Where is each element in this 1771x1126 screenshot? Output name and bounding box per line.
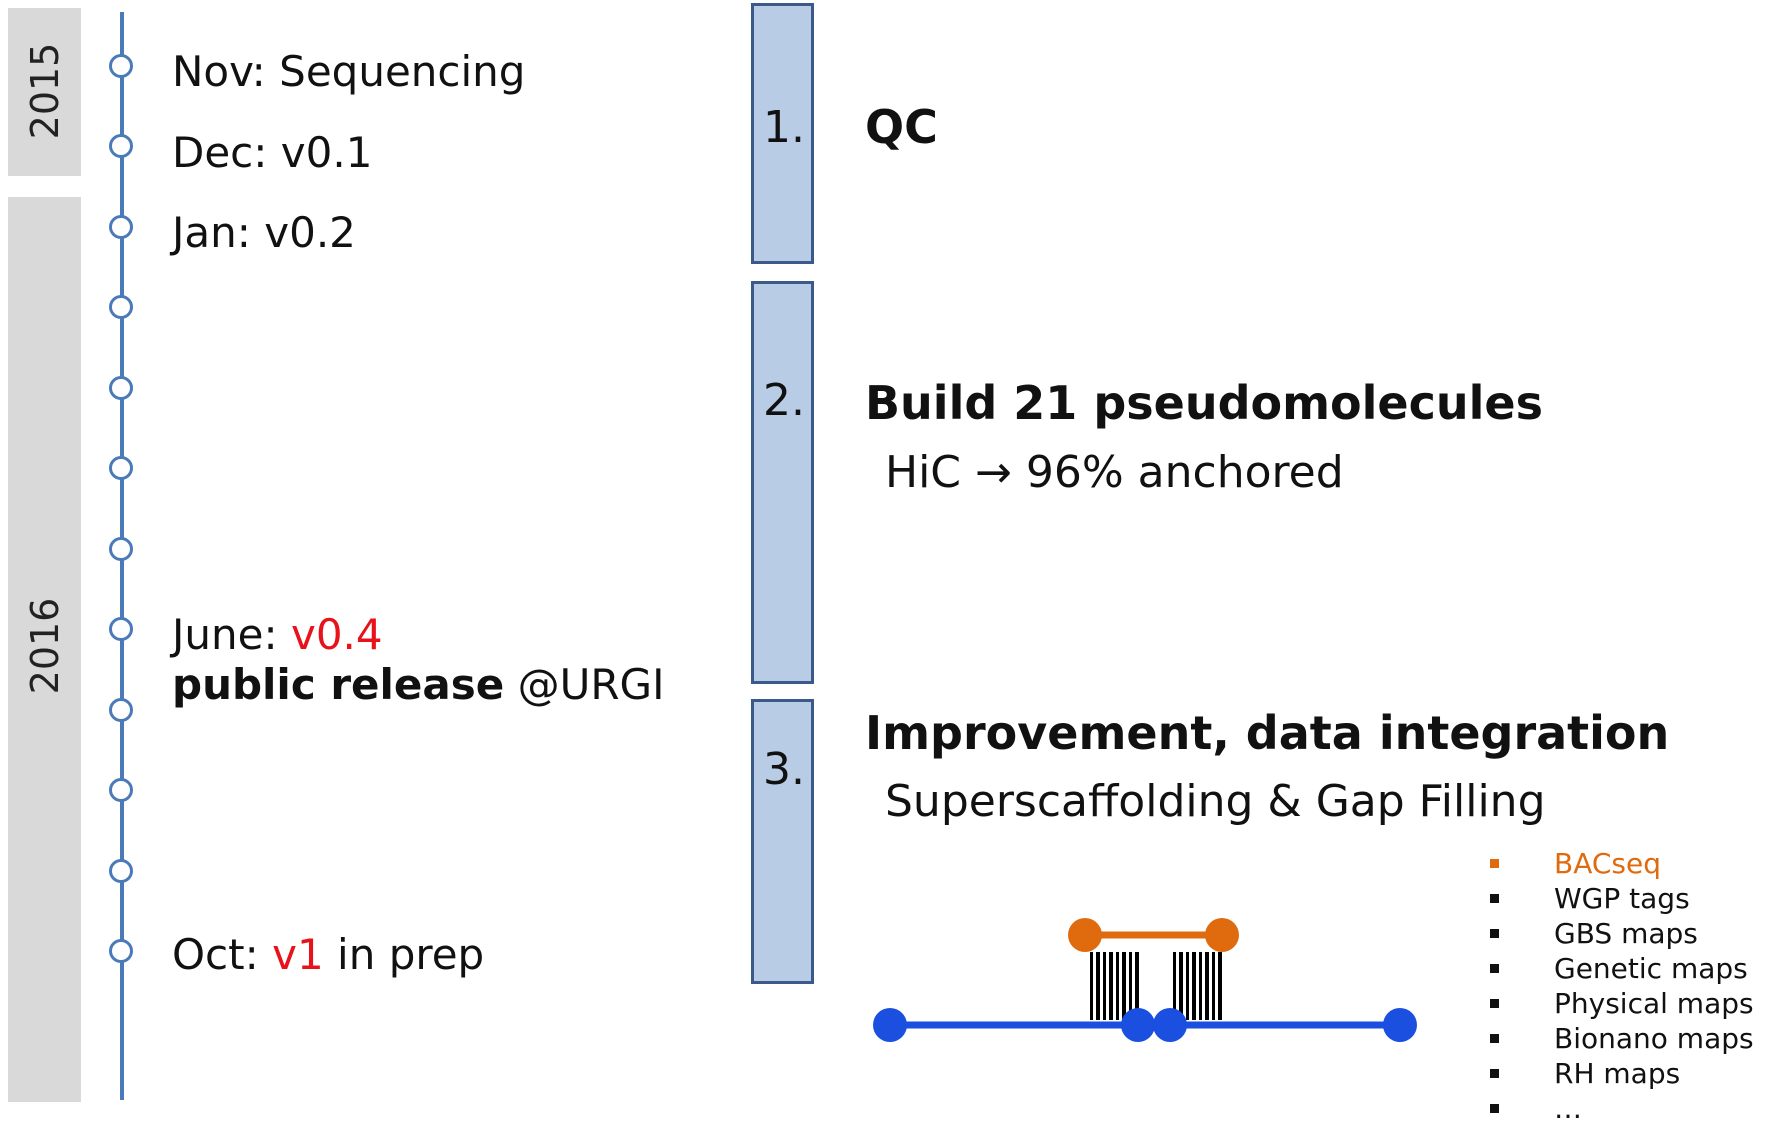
timeline-node [109,698,133,722]
step-2-title: Build 21 pseudomolecules [865,376,1543,430]
scaffold-right-end [1383,1008,1417,1042]
event-june-release: public release @URGI [172,660,664,710]
event-june: June: v0.4 [172,610,383,660]
step-3-number: 3. [763,744,805,795]
list-item-label: … [1554,1092,1582,1125]
tag-marks-left [1090,952,1139,1020]
bullet-icon [1490,859,1499,868]
event-oct: Oct: v1 in prep [172,930,484,980]
list-item-label: Physical maps [1554,987,1754,1020]
list-item-label: Bionano maps [1554,1022,1754,1055]
year-label-2016: 2016 [23,597,67,695]
step-2-number: 2. [763,375,805,426]
step-1-number: 1. [763,102,805,153]
list-item-label: Genetic maps [1554,952,1748,985]
event-dec: Dec: v0.1 [172,128,373,177]
list-item: Bionano maps [1490,1021,1754,1056]
step-3-title: Improvement, data integration [865,706,1670,760]
year-band-2016 [8,197,81,1102]
timeline-node [109,134,133,158]
year-band-2015 [8,8,81,176]
list-item: Physical maps [1490,986,1754,1021]
event-oct-version: v1 [272,930,324,979]
scaffold-right-start [1153,1008,1187,1042]
list-item: RH maps [1490,1056,1754,1091]
list-item-label: GBS maps [1554,917,1698,950]
list-item: GBS maps [1490,916,1754,951]
bullet-icon [1490,999,1499,1008]
timeline-node [109,54,133,78]
timeline-node [109,617,133,641]
step-3-box [751,699,814,984]
list-item-label: BACseq [1554,847,1662,880]
bullet-icon [1490,929,1499,938]
timeline-node [109,456,133,480]
year-label-2015: 2015 [23,42,67,140]
data-source-list: BACseq WGP tags GBS maps Genetic maps Ph… [1490,846,1754,1126]
event-june-prefix: June: [172,610,291,659]
timeline-node [109,215,133,239]
event-june-release-bold: public release [172,660,505,709]
event-jan: Jan: v0.2 [172,208,356,257]
event-oct-prefix: Oct: [172,930,273,979]
list-item: BACseq [1490,846,1754,881]
event-june-version: v0.4 [290,610,383,659]
bullet-icon [1490,1034,1499,1043]
timeline-node [109,537,133,561]
event-nov: Nov: Sequencing [172,47,526,96]
timeline-node [109,778,133,802]
step-2-box [751,281,814,684]
step-3-subtitle: Superscaffolding & Gap Filling [885,776,1546,827]
list-item-label: RH maps [1554,1057,1681,1090]
event-june-release-rest: @URGI [504,660,665,709]
bullet-icon [1490,1069,1499,1078]
step-2-subtitle: HiC → 96% anchored [885,447,1344,498]
timeline-node [109,376,133,400]
list-item: Genetic maps [1490,951,1754,986]
bullet-icon [1490,894,1499,903]
scaffold-left-start [873,1008,907,1042]
step-1-title: QC [865,100,938,154]
list-item: … [1490,1091,1754,1126]
tag-marks-right [1173,952,1222,1020]
event-oct-suffix: in prep [323,930,485,979]
scaffolding-diagram [873,918,1417,1042]
bacseq-end-left [1068,918,1102,952]
timeline-node [109,859,133,883]
timeline-node [109,939,133,963]
step-1-box [751,3,814,264]
bullet-icon [1490,964,1499,973]
list-item: WGP tags [1490,881,1754,916]
timeline-node [109,295,133,319]
bullet-icon [1490,1104,1499,1113]
bacseq-end-right [1205,918,1239,952]
list-item-label: WGP tags [1554,882,1690,915]
scaffold-left-end [1121,1008,1155,1042]
